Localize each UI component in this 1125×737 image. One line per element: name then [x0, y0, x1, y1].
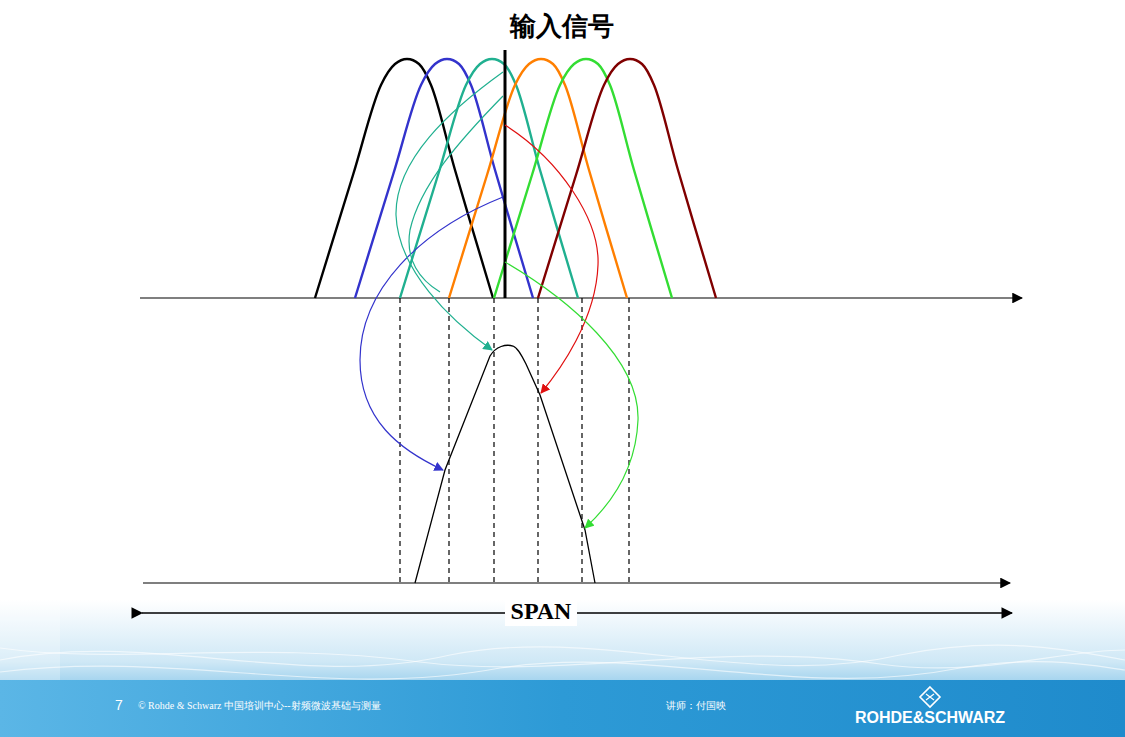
frequency-axis — [140, 297, 1022, 298]
display-axis — [143, 582, 1010, 583]
page-number: 7 — [115, 697, 123, 713]
span-label: SPAN — [505, 598, 578, 626]
logo-mark — [920, 687, 940, 707]
filter-curve — [315, 59, 493, 298]
projection-lines — [400, 298, 629, 583]
mapping-arrows — [360, 72, 638, 528]
copyright-note: © Rohde & Schwarz 中国培训中心--射频微波基础与测量 — [138, 700, 381, 712]
footer-waves — [0, 645, 1125, 679]
signal-label: 输入信号 — [510, 12, 614, 42]
displayed-trace — [415, 345, 595, 583]
brand-logo: ROHDE&SCHWARZ — [855, 709, 1005, 727]
filter-curve — [400, 59, 578, 298]
input-signal-line — [504, 50, 507, 298]
rbw-filters — [315, 59, 716, 298]
footer-band — [0, 680, 1125, 737]
filter-curve — [494, 59, 672, 298]
filter-curve — [538, 59, 716, 298]
lecturer-note: 讲师：付国映 — [666, 700, 726, 712]
